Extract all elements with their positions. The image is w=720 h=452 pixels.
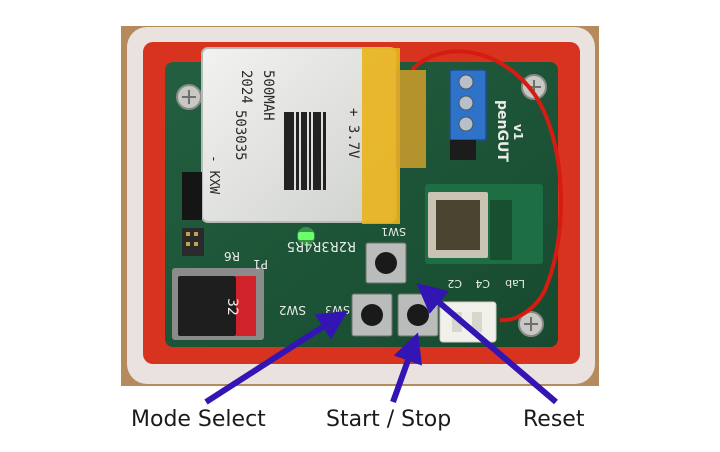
battery-tape-lead <box>396 70 426 168</box>
screw-icon <box>518 311 544 337</box>
c2-label: C2 <box>447 277 462 290</box>
board-name: penGUT <box>494 100 510 162</box>
sw1-label: SW1 <box>381 225 406 238</box>
svg-text:32: 32 <box>224 298 240 316</box>
start-stop-label: Start / Stop <box>326 407 452 432</box>
red-wire <box>410 49 563 323</box>
mode-select-label: Mode Select <box>131 407 266 432</box>
p1-label: P1 <box>253 257 268 271</box>
board-version: v1 <box>511 124 525 140</box>
reset-label: Reset <box>523 407 585 432</box>
c4-label: C4 <box>475 277 490 290</box>
screw-icon <box>521 74 547 100</box>
resistor-label: R2R3R4R5 <box>287 238 356 253</box>
terminal-block <box>449 69 487 160</box>
arrow-reset <box>416 283 558 405</box>
r6-label: R6 <box>224 249 240 263</box>
battery-text: - KXW <box>206 155 221 194</box>
battery-text: 503035 <box>232 110 248 161</box>
battery-tape <box>362 48 400 224</box>
header-pins <box>182 172 204 256</box>
mode-select-button <box>351 293 393 337</box>
screw-icon <box>176 84 202 110</box>
reset-button <box>365 242 407 284</box>
led-indicator <box>298 232 314 240</box>
arrow-start-stop <box>390 332 422 404</box>
lab-label: Lab <box>505 277 525 290</box>
barcode <box>284 112 326 190</box>
sw2-label: SW2 <box>279 303 306 317</box>
sd-card: 32 <box>172 268 264 340</box>
battery-text: + 3.7V <box>345 108 361 159</box>
battery-text: 500MAH <box>260 70 276 121</box>
arrow-mode-select <box>204 310 349 405</box>
wireless-module <box>425 184 543 264</box>
battery-text: 2024 <box>238 70 254 104</box>
